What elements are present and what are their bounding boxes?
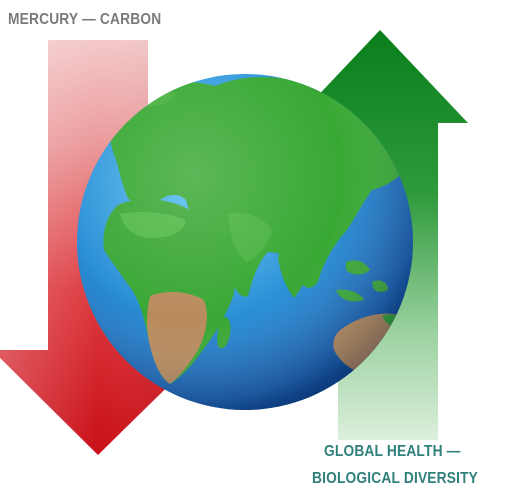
top-caption: MERCURY — CARBON bbox=[8, 11, 162, 28]
bottom-caption-line-1: GLOBAL HEALTH — bbox=[324, 443, 461, 460]
bottom-caption-line-2: BIOLOGICAL DIVERSITY bbox=[312, 470, 479, 487]
globe-icon bbox=[77, 74, 413, 410]
